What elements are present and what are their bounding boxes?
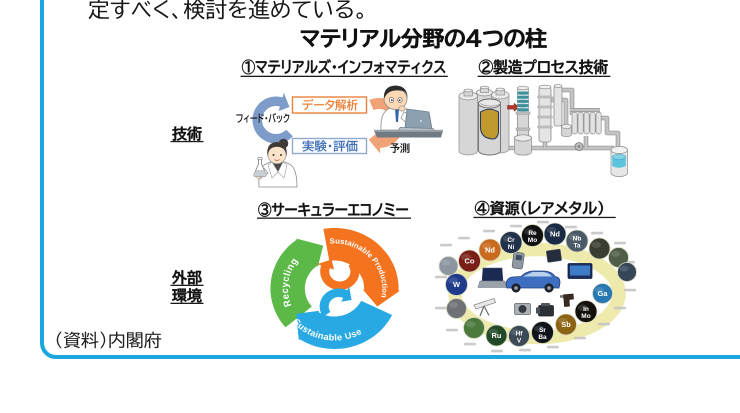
svg-text:Mo: Mo — [581, 313, 590, 320]
svg-text:Re: Re — [528, 230, 537, 237]
svg-text:V: V — [517, 338, 522, 345]
svg-text:Nb: Nb — [573, 236, 582, 243]
svg-text:Ba: Ba — [538, 334, 547, 341]
svg-text:Ni: Ni — [508, 244, 515, 251]
svg-text:Cr: Cr — [507, 237, 515, 244]
svg-text:Sr: Sr — [539, 327, 546, 334]
svg-text:Sb: Sb — [561, 320, 571, 329]
svg-text:Mo: Mo — [528, 237, 537, 244]
svg-text:Ga: Ga — [597, 289, 608, 298]
svg-text:Hf: Hf — [516, 331, 524, 338]
svg-text:Ru: Ru — [492, 331, 502, 340]
svg-text:W: W — [453, 280, 461, 289]
svg-text:Co: Co — [465, 257, 475, 266]
svg-text:In: In — [583, 306, 589, 313]
svg-text:Ta: Ta — [573, 243, 580, 250]
svg-text:Nd: Nd — [485, 246, 495, 255]
svg-text:Nd: Nd — [550, 230, 560, 239]
